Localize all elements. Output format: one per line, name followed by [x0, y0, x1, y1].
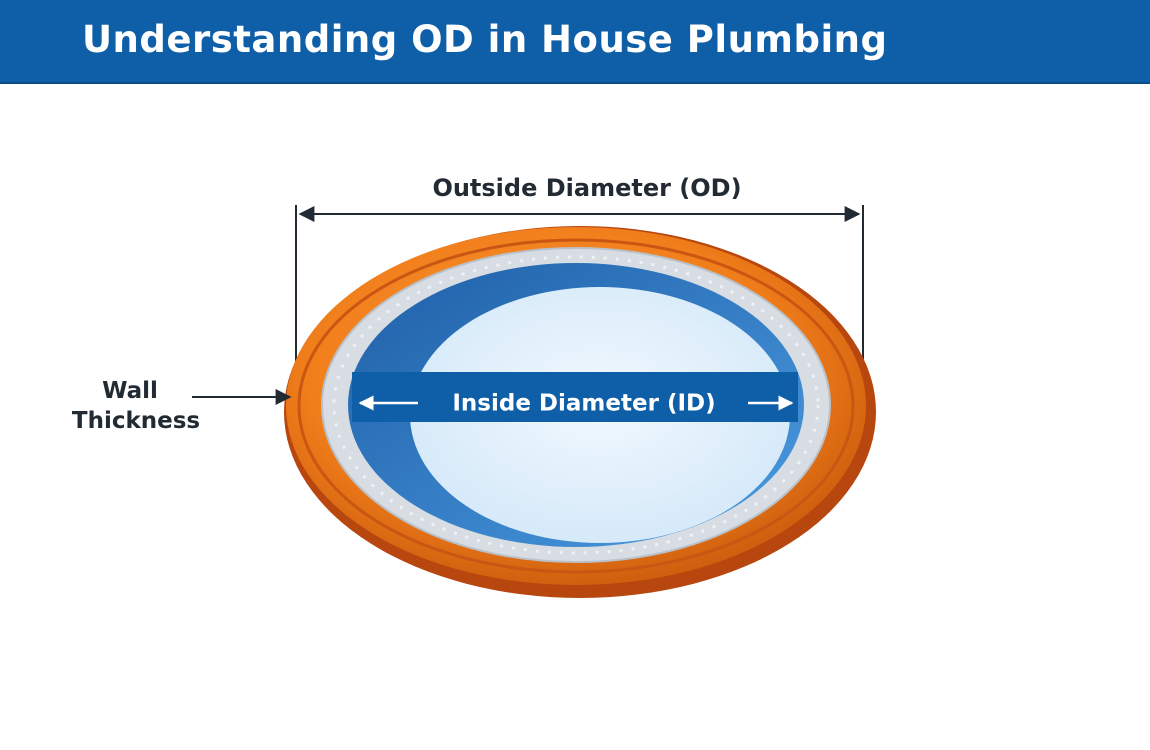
page-title: Understanding OD in House Plumbing: [82, 18, 888, 61]
pipe-wall-inner-edge: [297, 238, 855, 574]
od-dimension: Outside Diameter (OD): [295, 174, 864, 362]
id-dimension: Inside Diameter (ID): [352, 372, 798, 422]
wall-label-line2: Thickness: [72, 408, 200, 434]
title-banner: Understanding OD in House Plumbing: [0, 0, 1150, 84]
wall-thickness-callout: Wall Thickness: [72, 378, 292, 434]
pipe-liner-texture: [332, 255, 820, 555]
wall-label-line1: Wall: [102, 378, 158, 404]
id-label: Inside Diameter (ID): [452, 391, 715, 417]
od-label: Outside Diameter (OD): [432, 174, 741, 202]
id-band: [352, 372, 798, 422]
